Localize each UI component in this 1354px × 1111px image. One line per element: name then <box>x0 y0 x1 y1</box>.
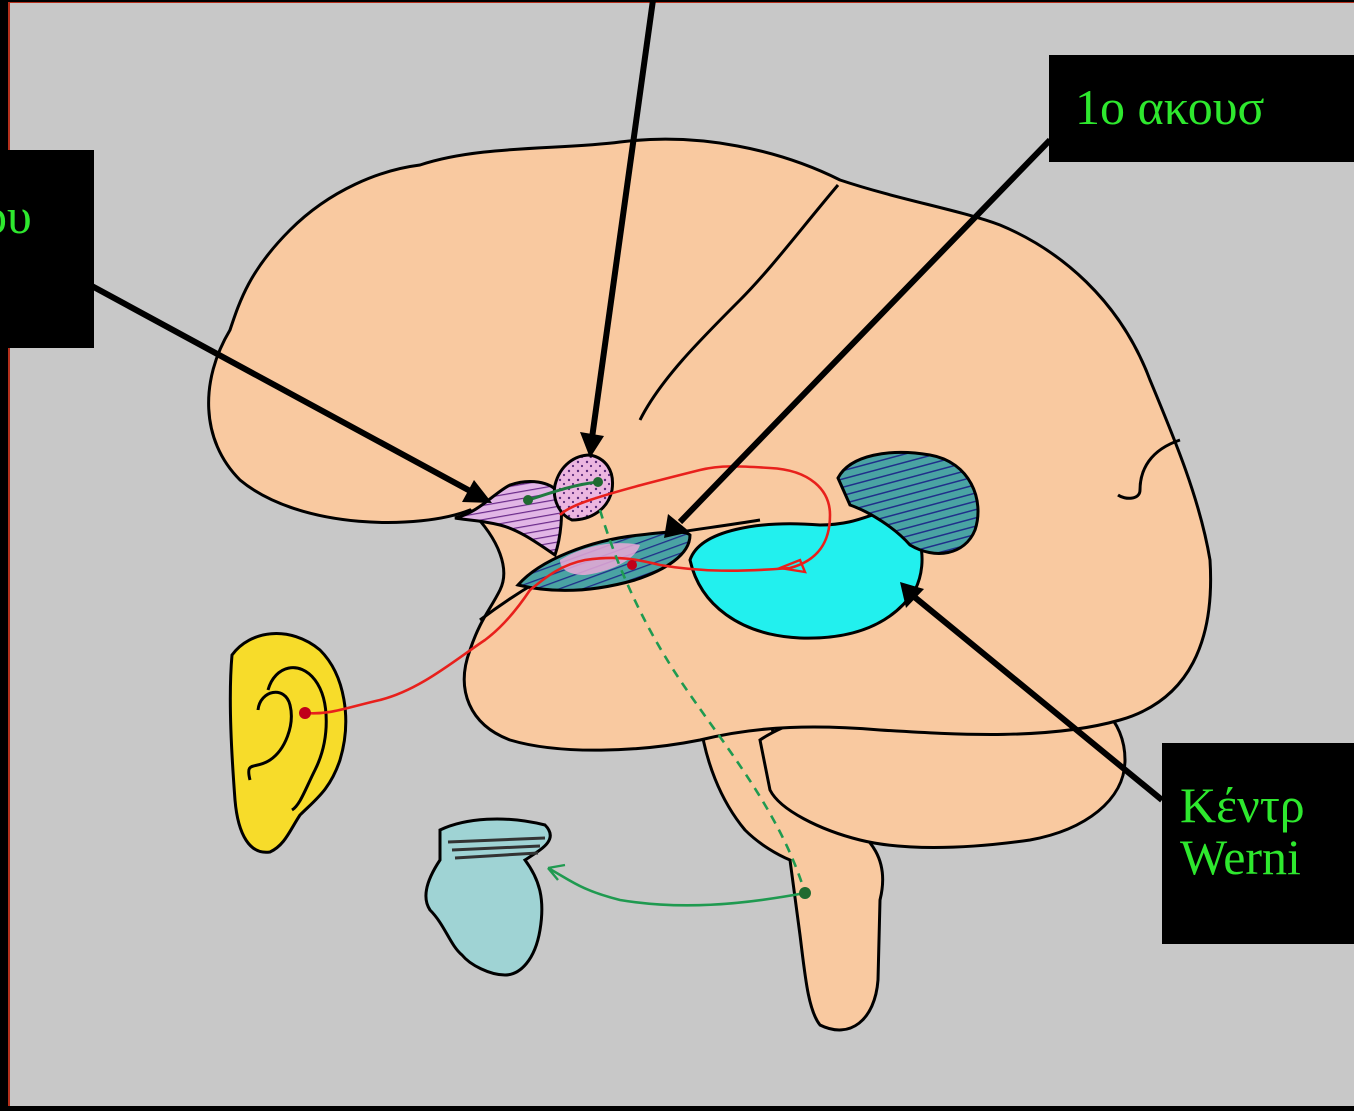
label-broca: ου <box>0 150 94 348</box>
motor-pathway-solid <box>548 868 805 905</box>
ear-node <box>299 707 311 719</box>
label-wernicke-line1: Κέντρ <box>1180 779 1354 831</box>
broca-node <box>523 495 533 505</box>
auditory-node <box>627 560 637 570</box>
larynx-icon <box>426 819 550 975</box>
label-wernicke-line2: Werni <box>1180 831 1354 883</box>
label-broca-text: ου <box>0 188 94 244</box>
label-primary-auditory-text: 1ο ακουσ <box>1075 79 1265 135</box>
ear-icon <box>230 634 345 853</box>
motor-node <box>593 477 603 487</box>
label-primary-auditory: 1ο ακουσ <box>1049 55 1354 162</box>
cerebrum <box>209 139 1211 750</box>
label-wernicke: Κέντρ Werni <box>1162 743 1354 944</box>
brainstem-node <box>799 887 811 899</box>
